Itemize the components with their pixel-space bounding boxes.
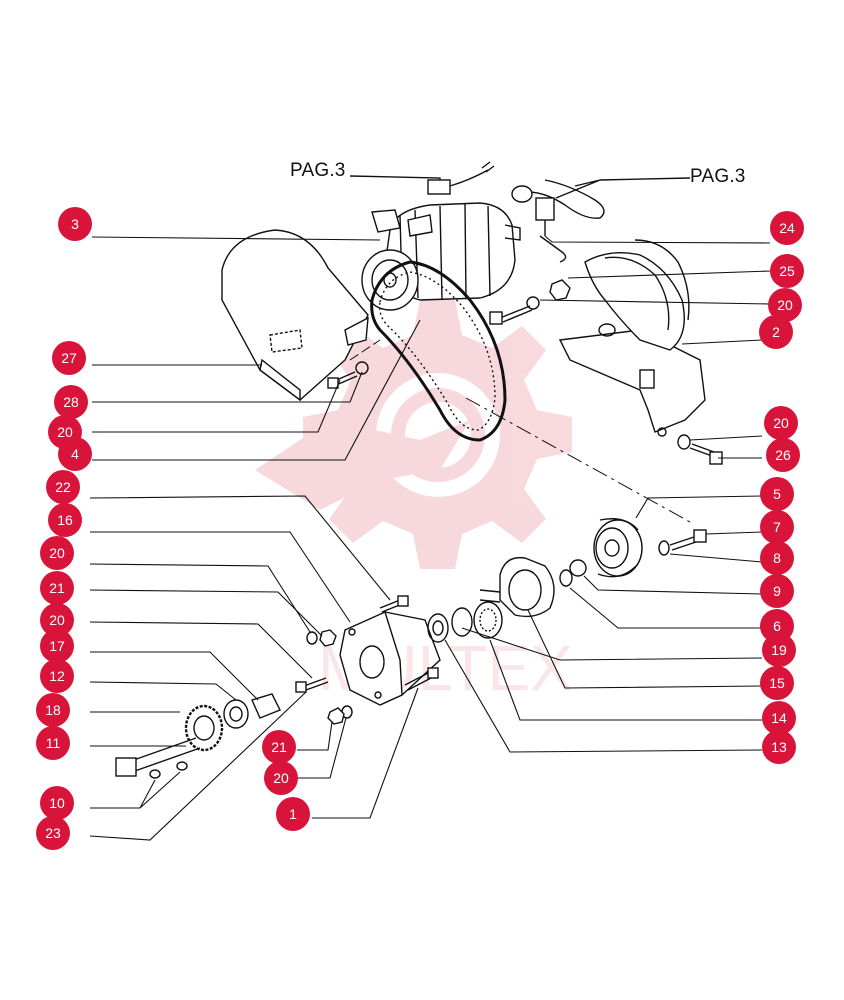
center-line-2 bbox=[349, 339, 381, 361]
page-reference-right[interactable]: PAG.3 bbox=[690, 166, 746, 187]
bolt-1 bbox=[404, 667, 439, 691]
callout-badge-20[interactable]: 20 bbox=[764, 406, 798, 440]
leader-lines bbox=[89, 235, 771, 841]
nut-21-lower bbox=[327, 707, 345, 725]
bolt-20-left bbox=[295, 677, 329, 693]
callout-badge-24[interactable]: 24 bbox=[770, 211, 804, 245]
center-line bbox=[465, 397, 691, 523]
gear-18 bbox=[184, 704, 224, 752]
bolt-26 bbox=[689, 443, 723, 465]
callout-badge-2[interactable]: 2 bbox=[759, 315, 793, 349]
washer-20-bracket bbox=[677, 434, 691, 450]
keys-10 bbox=[149, 761, 188, 779]
callout-badge-23[interactable]: 23 bbox=[36, 816, 70, 850]
bolt-7 bbox=[669, 529, 707, 551]
bearing-14 bbox=[473, 601, 503, 639]
nut-9 bbox=[569, 559, 587, 577]
callout-badge-21[interactable]: 21 bbox=[262, 730, 296, 764]
seal-19 bbox=[451, 607, 473, 637]
nut-21-upper bbox=[319, 629, 337, 647]
bolt-22 bbox=[379, 595, 409, 613]
callout-badge-19[interactable]: 19 bbox=[762, 633, 796, 667]
callout-badge-16[interactable]: 16 bbox=[48, 503, 82, 537]
hub-15 bbox=[479, 556, 555, 618]
ring-6 bbox=[559, 569, 573, 587]
shaft-11 bbox=[115, 737, 201, 777]
nut-25 bbox=[549, 279, 571, 301]
callout-badge-9[interactable]: 9 bbox=[760, 574, 794, 608]
callout-badge-7[interactable]: 7 bbox=[760, 510, 794, 544]
compressor-assembly bbox=[361, 202, 521, 311]
washer-20-upper bbox=[526, 296, 540, 310]
bearing-13 bbox=[427, 613, 449, 643]
hose-connector-right bbox=[511, 177, 691, 263]
bearing-12 bbox=[223, 699, 249, 729]
watermark-arrow-icon bbox=[255, 420, 470, 510]
washer-8 bbox=[658, 540, 670, 556]
callout-badge-5[interactable]: 5 bbox=[760, 477, 794, 511]
callout-badge-4[interactable]: 4 bbox=[58, 437, 92, 471]
callout-badge-1[interactable]: 1 bbox=[276, 797, 310, 831]
washer-20-left bbox=[306, 631, 318, 645]
callout-badge-12[interactable]: 12 bbox=[40, 659, 74, 693]
callout-badge-17[interactable]: 17 bbox=[40, 629, 74, 663]
callout-badge-11[interactable]: 11 bbox=[36, 726, 70, 760]
callout-badge-13[interactable]: 13 bbox=[762, 730, 796, 764]
callout-badge-22[interactable]: 22 bbox=[46, 470, 80, 504]
callout-badge-26[interactable]: 26 bbox=[766, 438, 800, 472]
sleeve-17 bbox=[251, 693, 281, 719]
harness-connector bbox=[349, 161, 495, 195]
callout-badge-8[interactable]: 8 bbox=[760, 541, 794, 575]
callout-badge-21[interactable]: 21 bbox=[40, 571, 74, 605]
bolt-24 bbox=[489, 305, 533, 325]
pulley-5 bbox=[593, 518, 643, 578]
callout-badge-10[interactable]: 10 bbox=[40, 786, 74, 820]
washer-28 bbox=[355, 361, 369, 375]
callout-badge-20[interactable]: 20 bbox=[264, 761, 298, 795]
callout-badge-15[interactable]: 15 bbox=[760, 666, 794, 700]
page-reference-left[interactable]: PAG.3 bbox=[290, 160, 346, 181]
mounting-bracket bbox=[558, 239, 706, 437]
belt-guard-cover bbox=[221, 229, 369, 402]
callout-badge-28[interactable]: 28 bbox=[54, 385, 88, 419]
callout-badge-20[interactable]: 20 bbox=[40, 536, 74, 570]
support-plate-16 bbox=[339, 611, 441, 706]
watermark-gear-logo-icon: MULTEX bbox=[255, 300, 573, 704]
callout-badge-25[interactable]: 25 bbox=[770, 254, 804, 288]
callout-badge-14[interactable]: 14 bbox=[762, 701, 796, 735]
callout-badge-27[interactable]: 27 bbox=[52, 341, 86, 375]
callout-badge-18[interactable]: 18 bbox=[36, 693, 70, 727]
drive-belt bbox=[370, 260, 507, 442]
callout-badge-3[interactable]: 3 bbox=[58, 207, 92, 241]
